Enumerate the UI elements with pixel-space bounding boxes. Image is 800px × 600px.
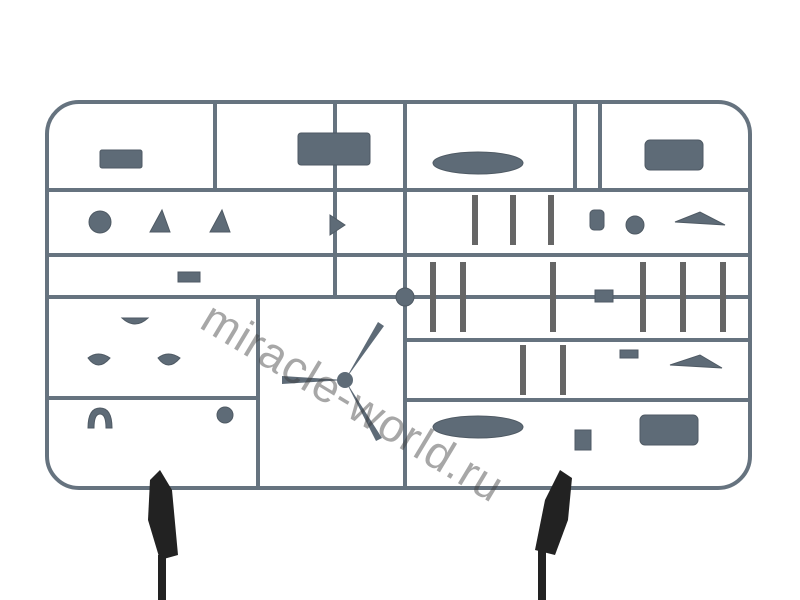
part-cockpit-floor — [297, 132, 371, 166]
stand-left — [148, 470, 178, 560]
sprue-runners — [45, 100, 752, 490]
part-seat — [99, 149, 143, 169]
small-parts — [430, 195, 726, 395]
part-engine-bottom — [639, 414, 699, 446]
part-drop-tank-top — [432, 151, 524, 175]
part-engine-top — [644, 139, 704, 171]
display-stands — [148, 470, 572, 600]
propeller — [282, 322, 384, 441]
stand-right — [535, 470, 572, 555]
sprue-parts — [87, 132, 726, 451]
part-wheel — [88, 210, 112, 234]
part-drop-tank-bottom — [432, 415, 524, 439]
